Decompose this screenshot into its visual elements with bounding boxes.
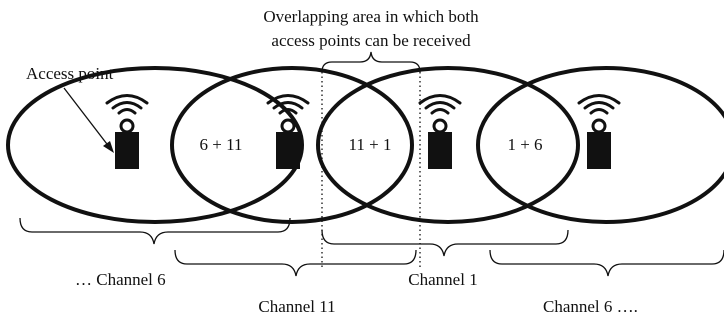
channel-1-label: Channel 1 bbox=[408, 270, 477, 289]
brace-channel-11 bbox=[174, 249, 417, 277]
access-point-icon bbox=[105, 94, 149, 169]
overlap-annotation-line1: Overlapping area in which both bbox=[263, 7, 479, 26]
coverage-cell-channel-11 bbox=[170, 66, 414, 224]
access-point-arrowhead bbox=[103, 141, 114, 153]
access-point-icon bbox=[418, 94, 462, 169]
brace-channel-1 bbox=[321, 229, 569, 257]
access-point-icon bbox=[577, 94, 621, 169]
access-point-label: Access point bbox=[26, 64, 114, 83]
channel-6-right-label: Channel 6 …. bbox=[543, 297, 638, 316]
brace-channel-6-right bbox=[489, 249, 724, 277]
overlap-top-brace bbox=[321, 51, 421, 73]
overlap-label-6-11: 6 + 11 bbox=[200, 135, 243, 154]
coverage-cell-channel-6-left bbox=[6, 66, 304, 224]
coverage-cell-channel-6-right bbox=[476, 66, 724, 224]
overlap-label-1-6: 1 + 6 bbox=[507, 135, 542, 154]
overlap-annotation-line2: access points can be received bbox=[271, 31, 471, 50]
overlap-label-11-1: 11 + 1 bbox=[349, 135, 392, 154]
channel-11-label: Channel 11 bbox=[258, 297, 335, 316]
brace-channel-6-left bbox=[19, 217, 291, 245]
channel-6-left-label: … Channel 6 bbox=[75, 270, 166, 289]
access-point-pointer-line bbox=[63, 87, 111, 149]
access-point-icon bbox=[266, 94, 310, 169]
coverage-cell-channel-1 bbox=[316, 66, 580, 224]
